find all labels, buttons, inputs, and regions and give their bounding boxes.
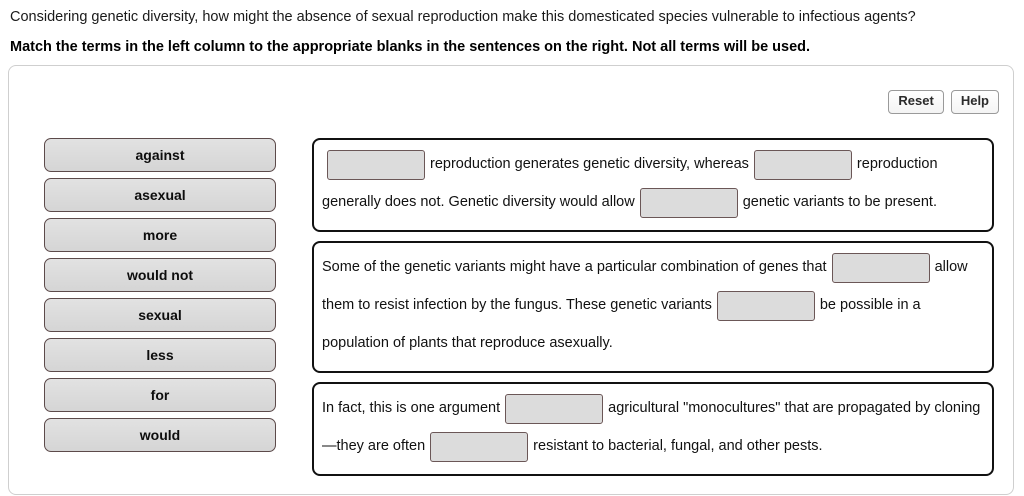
sentence-text: Some of the genetic variants might have … (322, 259, 827, 276)
drop-blank[interactable] (505, 394, 604, 424)
sentence-text: resistant to bacterial, fungal, and othe… (533, 438, 823, 455)
sentence-text: agricultural "monocultures" that are pro… (608, 400, 981, 417)
matching-activity-panel: Reset Help against asexual more would not se… (8, 65, 1014, 495)
term-tile-label: sexual (138, 307, 182, 323)
drop-blank[interactable] (753, 150, 852, 180)
term-tile-label: for (150, 387, 170, 403)
help-button[interactable]: Help (950, 90, 999, 114)
sentence-text: —they are often (322, 438, 426, 455)
sentence-box: In fact, this is one argument agricultura… (312, 382, 994, 476)
sentence-text: allow (934, 259, 968, 276)
term-tile-label: would (139, 427, 181, 443)
term-tile-label: against (135, 147, 185, 163)
term-tile[interactable]: against (44, 138, 276, 172)
drop-blank[interactable] (716, 291, 815, 321)
term-tile-label: less (146, 347, 174, 363)
term-tile[interactable]: would (44, 418, 276, 452)
sentence-text: population of plants that reproduce asex… (322, 335, 613, 352)
term-tile[interactable]: less (44, 338, 276, 372)
sentence-line: Some of the genetic variants might have … (322, 249, 982, 287)
sentence-text: be possible in a (819, 297, 921, 314)
sentence-box: Some of the genetic variants might have … (312, 241, 994, 373)
panel-toolbar: Reset Help (888, 90, 999, 114)
sentence-text: generally does not. Genetic diversity wo… (322, 194, 635, 211)
drop-blank[interactable] (831, 253, 930, 283)
drop-blank[interactable] (327, 150, 425, 180)
sentence-text: them to resist infection by the fungus. … (322, 297, 712, 314)
drop-blank[interactable] (430, 432, 529, 462)
sentence-line: generally does not. Genetic diversity wo… (322, 184, 982, 222)
sentence-box: reproduction generates genetic diversity… (312, 138, 994, 232)
term-tile[interactable]: sexual (44, 298, 276, 332)
sentence-text: reproduction generates genetic diversity… (430, 156, 749, 173)
question-prompt: Considering genetic diversity, how might… (10, 9, 916, 25)
term-tile[interactable]: asexual (44, 178, 276, 212)
term-tile[interactable]: would not (44, 258, 276, 292)
sentence-text: reproduction (856, 156, 938, 173)
sentence-line: In fact, this is one argument agricultura… (322, 390, 982, 428)
match-body: against asexual more would not sexual less for… (9, 138, 1013, 496)
term-tile-label: would not (126, 267, 194, 283)
drop-blank[interactable] (639, 188, 738, 218)
sentence-line: them to resist infection by the fungus. … (322, 287, 982, 325)
terms-column: against asexual more would not sexual less for… (44, 138, 284, 458)
sentence-line: reproduction generates genetic diversity… (322, 146, 982, 184)
sentence-line: —they are often resistant to bacterial, f… (322, 428, 982, 466)
sentence-text: genetic variants to be present. (742, 194, 937, 211)
term-tile[interactable]: more (44, 218, 276, 252)
term-tile[interactable]: for (44, 378, 276, 412)
sentence-text: In fact, this is one argument (322, 400, 501, 417)
sentence-line: population of plants that reproduce asex… (322, 325, 982, 363)
reset-button[interactable]: Reset (888, 90, 944, 114)
term-tile-label: more (142, 227, 178, 243)
sentences-column: reproduction generates genetic diversity… (312, 138, 994, 485)
question-instruction: Match the terms in the left column to th… (10, 39, 811, 56)
term-tile-label: asexual (134, 187, 186, 203)
question-area: Considering genetic diversity, how might… (0, 0, 1024, 56)
